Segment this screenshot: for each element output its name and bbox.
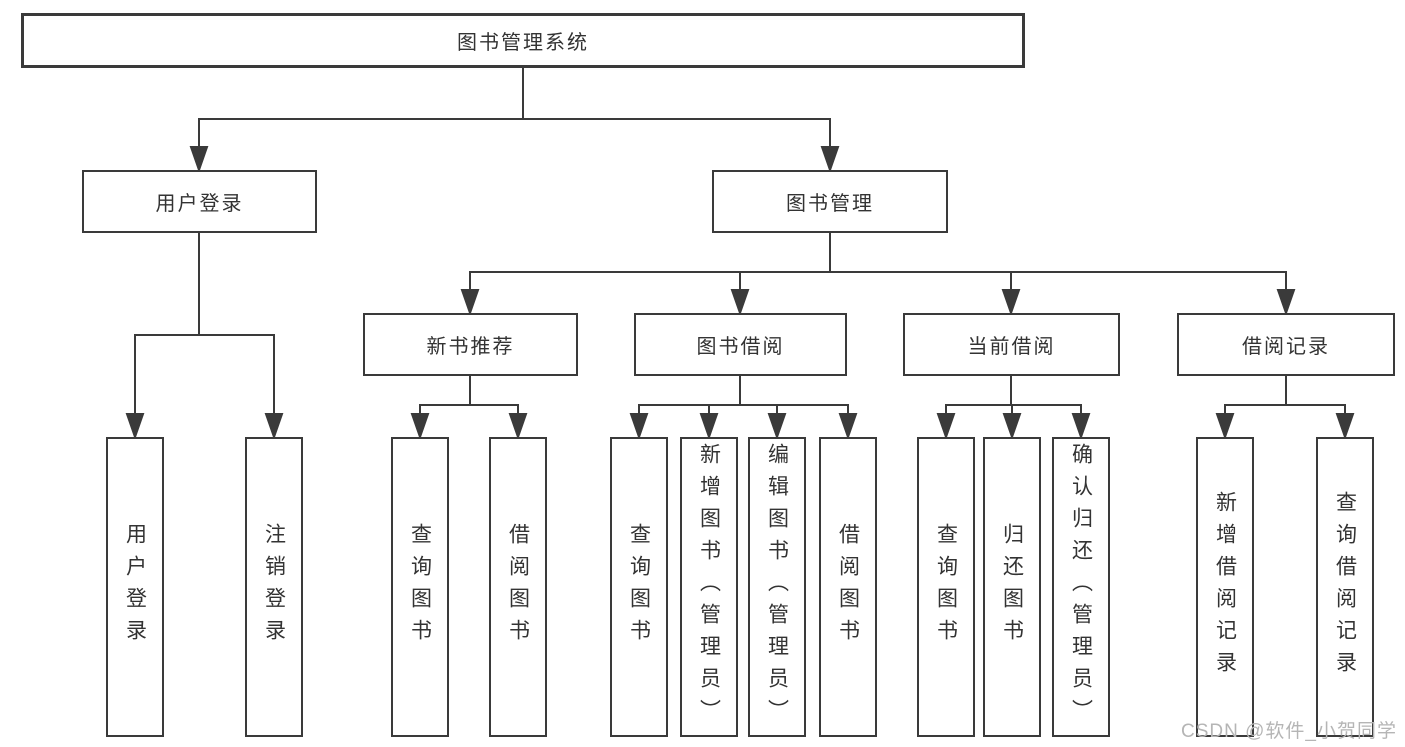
node-root-label: 图书管理系统 bbox=[457, 32, 589, 54]
leaf-query-books-recommend: 查询图书 bbox=[391, 437, 449, 737]
node-user-login: 用户登录 bbox=[82, 170, 317, 233]
leaf-query-books-borrow: 查询图书 bbox=[610, 437, 668, 737]
node-book-borrow-label: 图书借阅 bbox=[696, 336, 785, 358]
leaf-add-books-admin-label: 新增图书（管理员） bbox=[697, 443, 721, 731]
leaf-logout: 注销登录 bbox=[245, 437, 303, 737]
node-borrow-records-label: 借阅记录 bbox=[1242, 336, 1330, 358]
node-book-management: 图书管理 bbox=[712, 170, 948, 233]
node-current-borrow: 当前借阅 bbox=[903, 313, 1120, 376]
node-borrow-records: 借阅记录 bbox=[1177, 313, 1395, 376]
leaf-query-borrow-record-label: 查询借阅记录 bbox=[1333, 491, 1357, 683]
node-book-management-label: 图书管理 bbox=[786, 193, 874, 215]
node-current-borrow-label: 当前借阅 bbox=[967, 336, 1056, 358]
leaf-borrow-books-recommend: 借阅图书 bbox=[489, 437, 547, 737]
node-book-borrow: 图书借阅 bbox=[634, 313, 847, 376]
node-user-login-label: 用户登录 bbox=[155, 193, 244, 215]
leaf-borrow-books: 借阅图书 bbox=[819, 437, 877, 737]
leaf-confirm-return-admin-label: 确认归还（管理员） bbox=[1069, 443, 1093, 731]
leaf-query-books-recommend-label: 查询图书 bbox=[408, 523, 432, 651]
leaf-add-borrow-record-label: 新增借阅记录 bbox=[1213, 491, 1237, 683]
leaf-add-borrow-record: 新增借阅记录 bbox=[1196, 437, 1254, 737]
csdn-watermark: CSDN @软件_小贺同学 bbox=[1181, 721, 1397, 742]
leaf-user-login: 用户登录 bbox=[106, 437, 164, 737]
leaf-query-books-current: 查询图书 bbox=[917, 437, 975, 737]
leaf-logout-label: 注销登录 bbox=[262, 523, 286, 651]
node-new-book-recommend: 新书推荐 bbox=[363, 313, 578, 376]
leaf-query-borrow-record: 查询借阅记录 bbox=[1316, 437, 1374, 737]
leaf-add-books-admin: 新增图书（管理员） bbox=[680, 437, 738, 737]
leaf-query-books-borrow-label: 查询图书 bbox=[627, 523, 651, 651]
leaf-return-books: 归还图书 bbox=[983, 437, 1041, 737]
leaf-return-books-label: 归还图书 bbox=[1000, 523, 1024, 651]
leaf-confirm-return-admin: 确认归还（管理员） bbox=[1052, 437, 1110, 737]
leaf-user-login-label: 用户登录 bbox=[123, 523, 147, 651]
node-new-book-recommend-label: 新书推荐 bbox=[426, 336, 515, 358]
leaf-edit-books-admin-label: 编辑图书（管理员） bbox=[765, 443, 789, 731]
leaf-borrow-books-recommend-label: 借阅图书 bbox=[506, 523, 530, 651]
node-root-system: 图书管理系统 bbox=[21, 13, 1025, 68]
leaf-edit-books-admin: 编辑图书（管理员） bbox=[748, 437, 806, 737]
leaf-query-books-current-label: 查询图书 bbox=[934, 523, 958, 651]
leaf-borrow-books-label: 借阅图书 bbox=[836, 523, 860, 651]
